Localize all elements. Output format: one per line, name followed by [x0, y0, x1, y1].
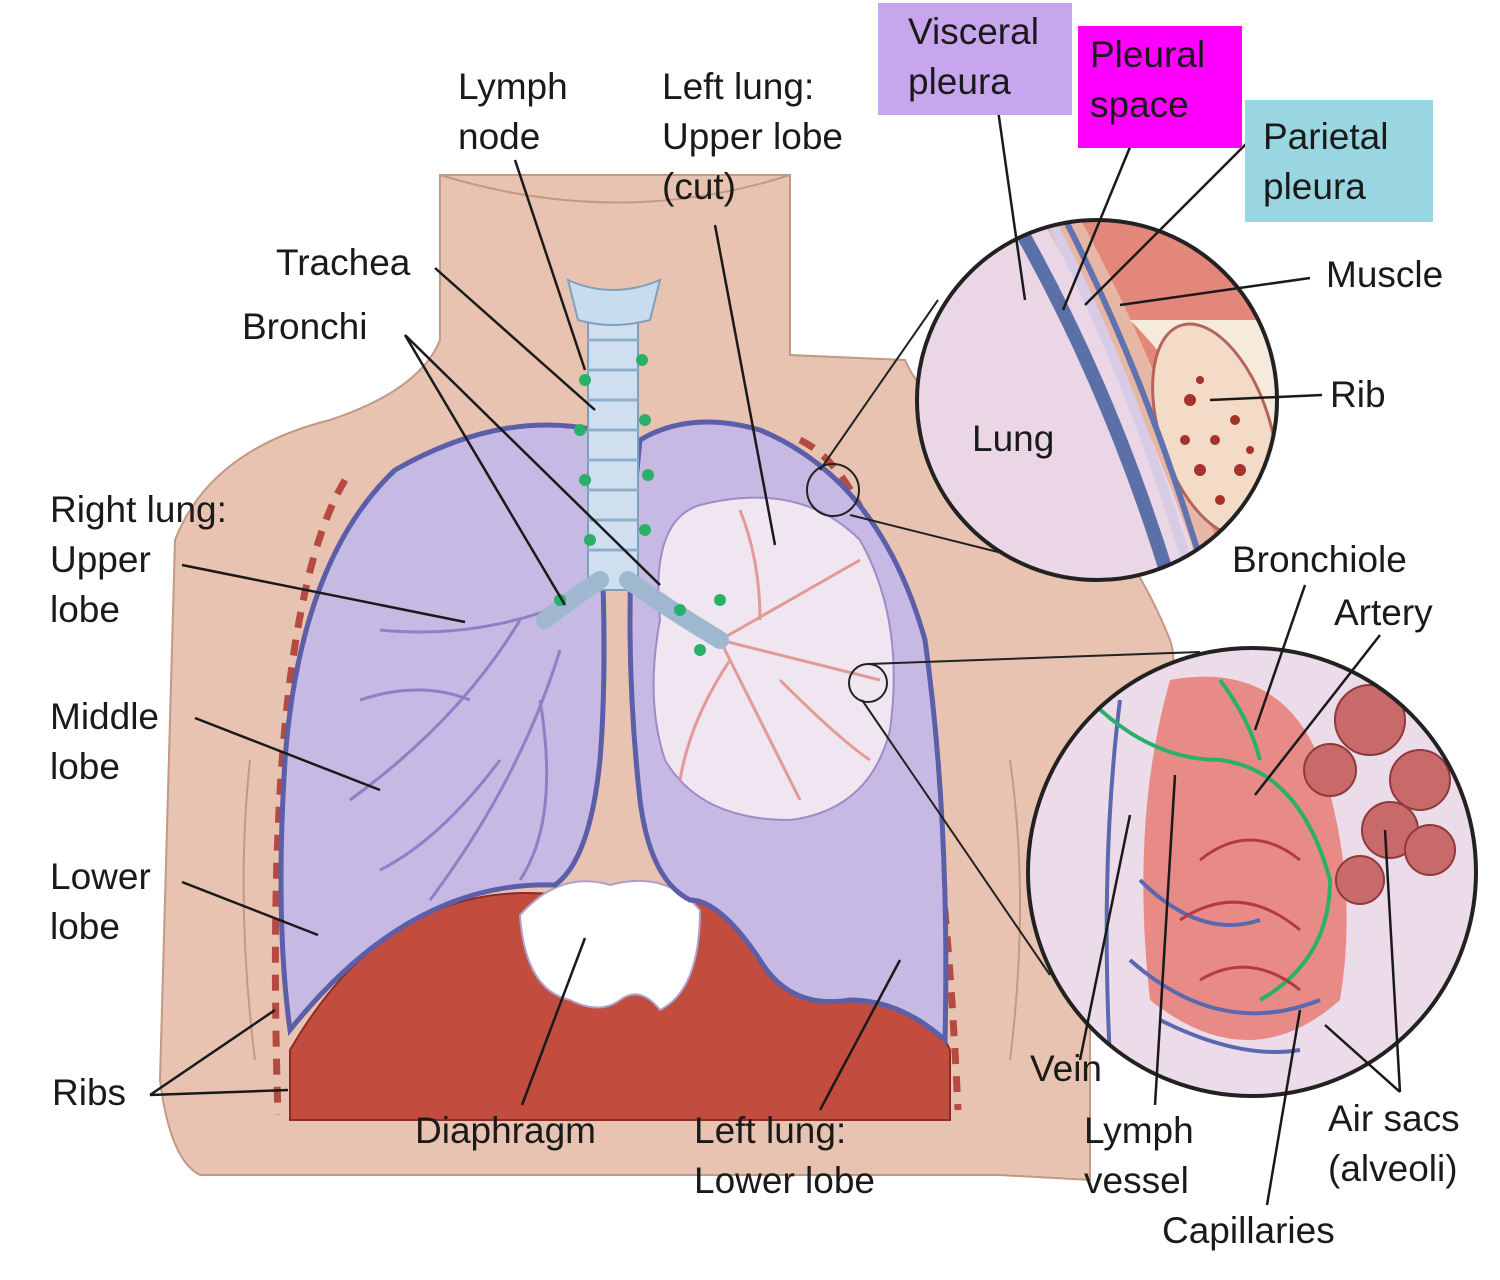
pleura-inset — [915, 218, 1279, 582]
left-lung — [627, 419, 949, 1046]
bronchi-label: Bronchi — [242, 306, 368, 347]
air-sacs-label: Air sacs(alveoli) — [1328, 1098, 1460, 1189]
lung-label: Lung — [972, 418, 1055, 459]
artery-label: Artery — [1334, 592, 1433, 633]
zoom-markers — [806, 299, 1201, 976]
vein-label: Vein — [1030, 1048, 1103, 1089]
right-lung — [278, 422, 607, 1037]
alveoli-inset — [1026, 646, 1478, 1098]
leader-lines — [149, 109, 1402, 1206]
left-lung-lower-lobe-label: Left lung:Lower lobe — [694, 1110, 876, 1201]
ribs-label: Ribs — [52, 1072, 127, 1113]
diaphragm-label: Diaphragm — [415, 1110, 596, 1151]
trachea-label: Trachea — [276, 242, 411, 283]
muscle-label: Muscle — [1326, 254, 1444, 295]
rib-label: Rib — [1330, 374, 1386, 415]
bronchiole-label: Bronchiole — [1232, 539, 1407, 580]
capillaries-label: Capillaries — [1162, 1210, 1335, 1251]
left-lung-upper-lobe-label: Left lung:Upper lobe(cut) — [662, 66, 844, 207]
trachea — [536, 278, 729, 649]
